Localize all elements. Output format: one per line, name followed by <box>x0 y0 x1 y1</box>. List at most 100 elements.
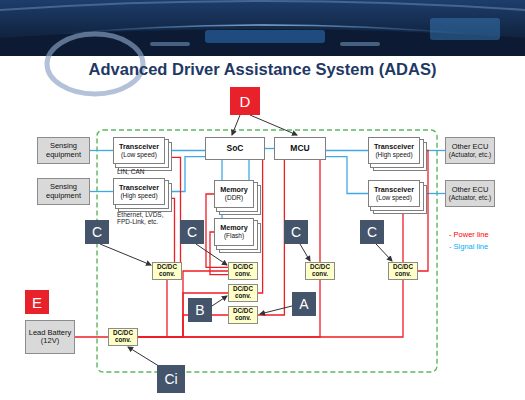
dcdc-box: DC/DC conv. <box>228 306 258 324</box>
mcu-box: MCU <box>274 137 326 160</box>
leader-line <box>260 306 292 314</box>
callout-letter: C <box>360 220 384 244</box>
leader-line <box>376 244 392 261</box>
power-line <box>418 151 428 272</box>
node-text: (12V) <box>41 337 59 345</box>
node-text: Other ECU <box>452 143 489 151</box>
node-text: Memory <box>220 224 248 232</box>
signal-line <box>165 150 205 151</box>
signal-line <box>248 160 249 180</box>
transceiver-box: Transceiver(Low speed) <box>113 137 165 164</box>
legend-text: - Signal line <box>449 242 488 251</box>
leader-line <box>232 115 240 135</box>
leader-line <box>196 244 227 265</box>
legend-text: - Power line <box>449 230 489 239</box>
power-line <box>138 280 167 337</box>
callout-letter: A <box>292 292 316 316</box>
soc-box: SoC <box>205 137 265 160</box>
node-text: DC/DC conv. <box>230 308 256 321</box>
dcdc-box: DC/DC conv. <box>388 262 418 280</box>
callout-letter: C <box>284 220 308 244</box>
sensing-box: Sensing equipment <box>37 137 90 164</box>
power-line <box>138 293 228 337</box>
leader-line <box>300 244 310 261</box>
node-text: DC/DC conv. <box>154 264 180 277</box>
node-text: Transceiver <box>119 143 159 151</box>
node-text: DC/DC conv. <box>390 264 416 277</box>
node-text: Transceiver <box>374 143 414 151</box>
bus-label: LIN, CAN <box>117 168 167 175</box>
power-line <box>402 207 403 262</box>
node-text: Sensing equipment <box>39 142 88 159</box>
dcdc-box: DC/DC conv. <box>228 262 258 280</box>
leader-lines <box>100 115 392 368</box>
leader-line <box>100 244 151 265</box>
leader-line <box>212 296 227 306</box>
node-text: DC/DC conv. <box>307 264 333 277</box>
photo-backdrop <box>0 0 525 56</box>
node-text: (Actuator, etc.) <box>449 151 491 158</box>
node-text: Lead Battery <box>29 329 72 337</box>
signal-line <box>90 150 113 151</box>
dcdc-box: DC/DC conv. <box>228 284 258 302</box>
callout-letter: D <box>230 87 260 115</box>
node-text: (Low speed) <box>376 194 412 201</box>
memory-box: Memory(Flash) <box>214 218 254 246</box>
vent-light <box>150 42 190 46</box>
center-display <box>205 30 325 43</box>
dcdc-box: DC/DC conv. <box>108 328 138 346</box>
node-text: (DDR) <box>225 194 243 201</box>
power-line <box>258 160 284 315</box>
ecu-box: Other ECU(Actuator, etc.) <box>445 137 495 164</box>
signal-line <box>326 150 368 151</box>
transceiver-box: Transceiver(Low speed) <box>368 180 420 207</box>
dashboard-photo <box>0 0 525 94</box>
transceiver-box: Transceiver(High speed) <box>368 137 420 164</box>
power-line <box>75 336 108 337</box>
diagram-title: Advanced Driver Assistance System (ADAS) <box>0 60 525 79</box>
power-line <box>165 198 175 262</box>
power-line <box>165 157 181 262</box>
power-line <box>258 160 263 293</box>
legend-swatch: - Signal line <box>449 242 488 251</box>
side-display <box>430 18 500 40</box>
dcdc-box: DC/DC conv. <box>152 262 182 280</box>
node-text: Transceiver <box>119 184 159 192</box>
power-line <box>138 271 228 337</box>
signal-line <box>165 157 205 192</box>
transceiver-box: Transceiver(High speed) <box>113 178 165 205</box>
node-text: Sensing equipment <box>39 183 88 200</box>
signal-line <box>90 191 113 192</box>
signal-line <box>326 157 368 194</box>
callout-letter: B <box>188 298 212 322</box>
node-text: DC/DC conv. <box>230 264 256 277</box>
vent-light <box>340 42 380 46</box>
node-text: (Actuator, etc.) <box>449 194 491 201</box>
node-text: Other ECU <box>452 186 489 194</box>
node-text: (Flash) <box>224 232 244 239</box>
callout-letter: C <box>85 220 109 244</box>
node-text: (High speed) <box>120 192 157 199</box>
node-text: MCU <box>290 144 309 154</box>
power-line <box>138 280 320 337</box>
ecu-box: Other ECU(Actuator, etc.) <box>445 180 495 207</box>
power-line <box>138 315 228 337</box>
dcdc-box: DC/DC conv. <box>305 262 335 280</box>
node-text: Transceiver <box>374 186 414 194</box>
leader-line <box>250 115 297 135</box>
node-text: DC/DC conv. <box>230 286 256 299</box>
node-text: SoC <box>227 144 244 154</box>
windshield-edge <box>0 1 525 10</box>
node-text: DC/DC conv. <box>110 330 136 343</box>
ecu-boundary <box>97 130 437 372</box>
signal-line <box>420 193 445 194</box>
power-line <box>319 160 320 262</box>
sensing-box: Sensing equipment <box>37 178 90 205</box>
memory-box: Memory(DDR) <box>214 180 254 208</box>
battery-box: Lead Battery(12V) <box>25 320 75 354</box>
callout-letter: Ci <box>157 365 185 393</box>
callout-letter: E <box>25 290 49 314</box>
node-text: (Low speed) <box>121 151 157 158</box>
signal-line <box>265 148 274 149</box>
